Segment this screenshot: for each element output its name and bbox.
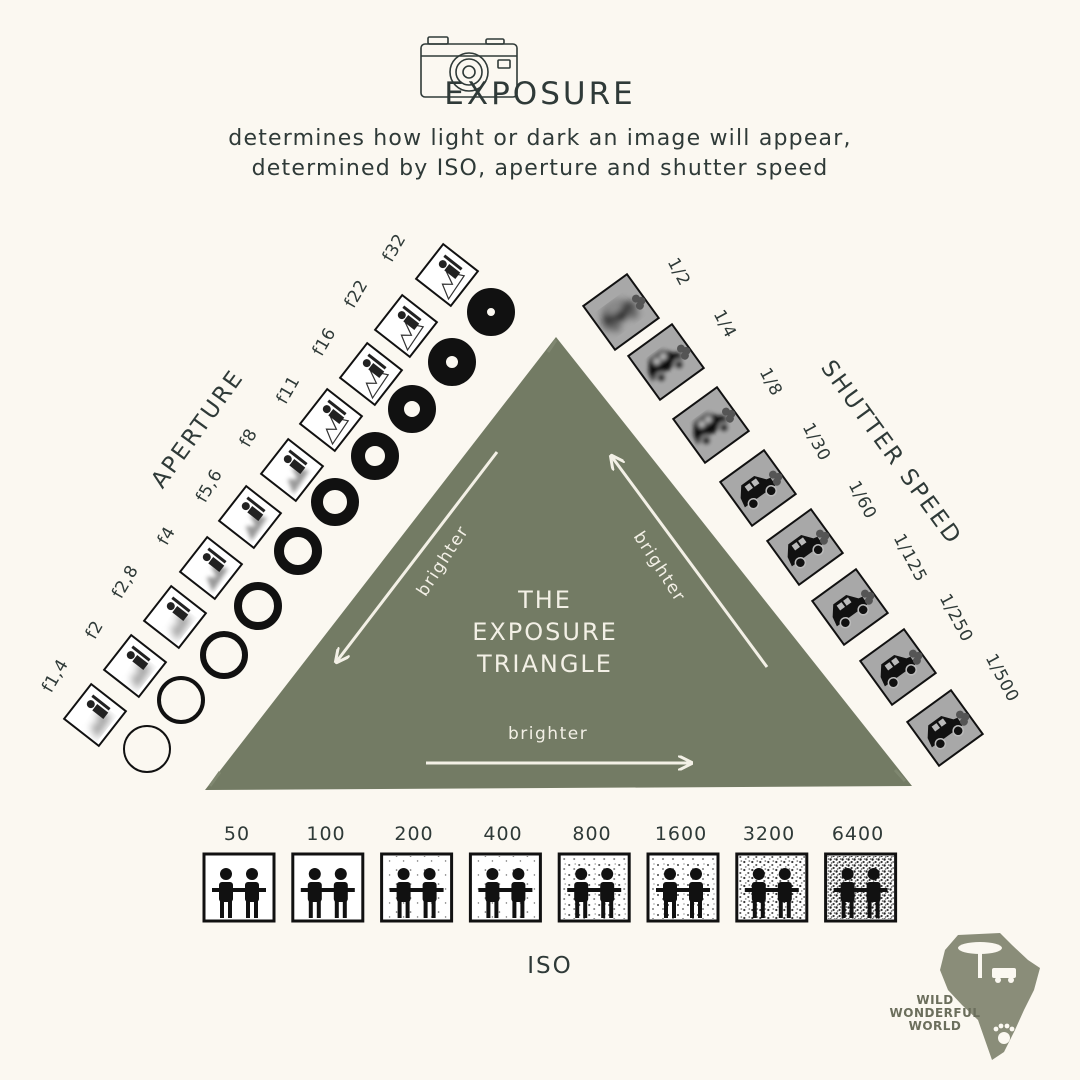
aperture-ring-icon — [351, 432, 399, 480]
depth-of-field-icon — [142, 584, 208, 650]
iso-noise-people-icon — [468, 852, 542, 923]
motion-car-icon — [671, 385, 751, 465]
iso-value-label: 200 — [394, 823, 434, 845]
iso-noise-people-icon — [380, 852, 454, 923]
motion-car-icon — [581, 272, 661, 352]
aperture-ring-icon — [388, 385, 436, 433]
motion-car-icon — [718, 448, 798, 528]
depth-of-field-icon — [373, 293, 439, 359]
brighter-arrow-right — [612, 457, 769, 668]
depth-of-field-icon — [259, 437, 325, 503]
iso-value-label: 6400 — [831, 823, 885, 845]
iso-value-label: 100 — [306, 823, 346, 845]
motion-car-icon — [765, 507, 845, 587]
subtitle-line: determined by ISO, aperture and shutter … — [251, 156, 829, 181]
aperture-ring-icon — [311, 478, 359, 526]
depth-of-field-icon — [62, 682, 128, 748]
aperture-ring-icon — [234, 582, 282, 630]
iso-value-label: 800 — [572, 823, 612, 845]
shutter-photos — [581, 272, 985, 768]
logo-text-line: WILD — [916, 993, 954, 1007]
brand-logo-text: WILD WONDERFUL WORLD — [880, 994, 990, 1033]
camera-icon — [420, 36, 518, 98]
depth-of-field-icon — [102, 633, 168, 699]
aperture-discs — [123, 288, 515, 773]
page-subtitle: determines how light or dark an image wi… — [0, 124, 1080, 184]
iso-photos — [202, 852, 898, 923]
depth-of-field-icon — [414, 242, 480, 308]
triangle-label-line: THE — [518, 586, 572, 614]
logo-text-line: WORLD — [908, 1019, 962, 1033]
depth-of-field-icon — [217, 484, 283, 550]
depth-of-field-icon — [298, 387, 364, 453]
brighter-label-bottom: brighter — [508, 724, 589, 744]
iso-noise-people-icon — [735, 852, 809, 923]
iso-noise-people-icon — [557, 852, 631, 923]
triangle-label-line: EXPOSURE — [472, 618, 618, 646]
motion-car-icon — [626, 322, 706, 402]
iso-noise-people-icon — [646, 852, 720, 923]
motion-car-icon — [858, 627, 938, 707]
iso-value-label: 1600 — [654, 823, 708, 845]
brighter-arrow-left — [337, 451, 499, 661]
depth-of-field-icon — [338, 341, 404, 407]
iso-value-label: 3200 — [742, 823, 796, 845]
aperture-ring-icon — [123, 725, 171, 773]
iso-noise-people-icon — [202, 852, 276, 923]
aperture-ring-icon — [274, 527, 322, 575]
iso-value-label: 50 — [223, 823, 251, 845]
iso-noise-people-icon — [291, 852, 365, 923]
exposure-triangle — [205, 337, 912, 790]
africa-map-logo-icon — [940, 933, 1040, 1060]
triangle-label-line: TRIANGLE — [477, 650, 613, 678]
iso-value-label: 400 — [483, 823, 523, 845]
iso-noise-people-icon — [824, 852, 898, 923]
aperture-ring-icon — [157, 676, 205, 724]
logo-text-line: WONDERFUL — [889, 1006, 981, 1020]
subtitle-line: determines how light or dark an image wi… — [228, 126, 852, 151]
triangle-label: THE EXPOSURE TRIANGLE — [405, 584, 685, 680]
aperture-ring-icon — [200, 631, 248, 679]
page-title: EXPOSURE — [444, 76, 636, 112]
motion-car-icon — [810, 567, 890, 647]
depth-of-field-icon — [178, 535, 244, 601]
iso-title: ISO — [527, 953, 573, 979]
aperture-ring-icon — [428, 338, 476, 386]
aperture-photos — [62, 242, 480, 748]
aperture-ring-icon — [467, 288, 515, 336]
motion-car-icon — [905, 688, 985, 768]
